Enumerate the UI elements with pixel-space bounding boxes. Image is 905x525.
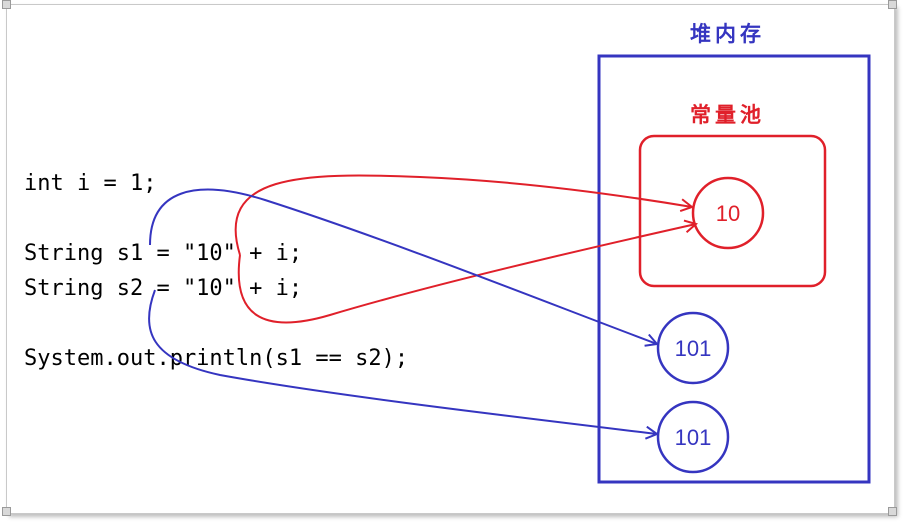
code-line-s1-assignment: String s1 = "10" + i; xyxy=(24,241,302,266)
frame-corner-marker xyxy=(888,507,897,516)
s2-literal-arrow xyxy=(237,224,696,324)
code-line-println: System.out.println(s1 == s2); xyxy=(24,346,408,371)
heap-value-label-1: 101 xyxy=(675,336,712,361)
frame-corner-marker xyxy=(888,0,897,9)
s1-reference-arrow xyxy=(149,188,657,344)
code-line-s2-assignment: String s2 = "10" + i; xyxy=(24,276,302,301)
heap-value-label-2: 101 xyxy=(675,425,712,450)
heap-memory-box xyxy=(597,54,871,484)
diagram-frame xyxy=(6,4,895,514)
pool-value-label: 10 xyxy=(716,201,740,226)
code-line-int-declaration: int i = 1; xyxy=(24,171,156,196)
heap-value-node-1 xyxy=(656,311,730,385)
s2-reference-arrow xyxy=(148,289,657,434)
pool-value-node xyxy=(691,176,765,250)
frame-corner-marker xyxy=(2,0,11,9)
constant-pool-box xyxy=(638,134,827,288)
constant-pool-title: 常量池 xyxy=(690,103,765,127)
heap-memory-title: 堆内存 xyxy=(690,22,765,46)
s1-literal-arrow xyxy=(234,174,692,256)
frame-corner-marker xyxy=(2,507,11,516)
